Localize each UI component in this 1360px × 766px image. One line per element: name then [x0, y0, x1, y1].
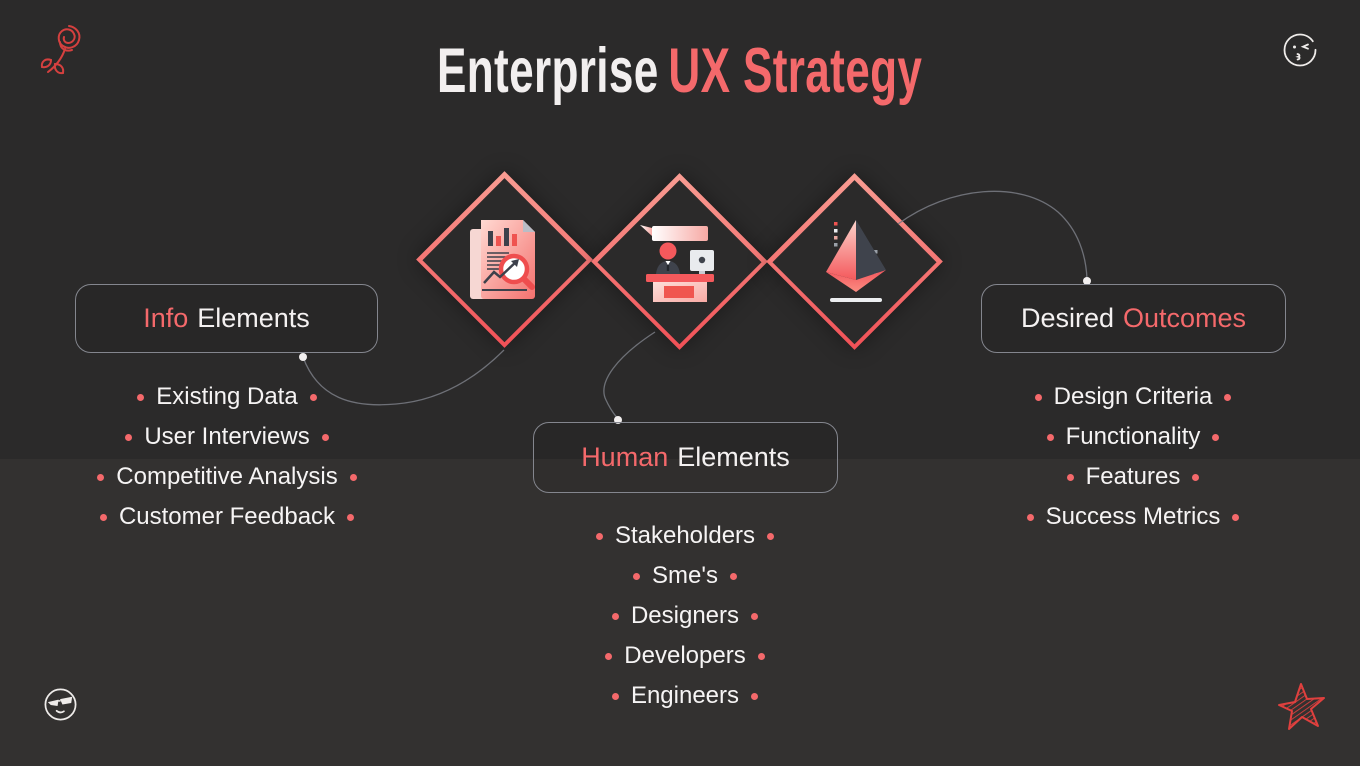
list-item: Customer Feedback [27, 497, 427, 537]
human-elements-list: Stakeholders Sme's Designers Developers … [485, 516, 885, 716]
bullet-dot [611, 692, 619, 700]
bullet-dot [309, 393, 317, 401]
list-item-label: Functionality [1065, 423, 1201, 450]
bullet-dot [611, 612, 619, 620]
bullet-dot [633, 572, 641, 580]
human-elements-box: Human Elements [533, 422, 838, 493]
list-item: Functionality [933, 417, 1333, 457]
bullet-dot [1232, 513, 1240, 521]
list-item-label: Customer Feedback [118, 503, 336, 530]
list-item: Success Metrics [933, 497, 1333, 537]
list-item: Designers [485, 596, 885, 636]
list-item-label: Design Criteria [1053, 383, 1213, 410]
human-elements-label-accent: Human [581, 442, 669, 472]
bullet-dot [321, 433, 329, 441]
bullet-dot [605, 652, 613, 660]
title-part-2: UX Strategy [668, 36, 923, 106]
desired-outcomes-list: Design Criteria Functionality Features S… [933, 377, 1333, 537]
bullet-dot [729, 572, 737, 580]
bullet-dot [1026, 513, 1034, 521]
bullet-dot [97, 473, 105, 481]
list-item-label: Existing Data [156, 383, 298, 410]
bullet-dot [347, 513, 355, 521]
title-part-1: Enterprise [437, 36, 659, 106]
bullet-dot [99, 513, 107, 521]
rose-icon [36, 22, 86, 83]
bullet-dot [1224, 393, 1232, 401]
list-item-label: Developers [624, 642, 746, 669]
list-item-label: Designers [630, 602, 740, 629]
bullet-dot [595, 532, 603, 540]
bullet-dot [751, 692, 759, 700]
list-item: User Interviews [27, 417, 427, 457]
list-item: Sme's [485, 556, 885, 596]
list-item: Competitive Analysis [27, 457, 427, 497]
bullet-dot [1192, 473, 1200, 481]
desired-outcomes-label-plain: Desired [1020, 303, 1114, 333]
person-at-desk-icon [636, 224, 724, 307]
list-item: Stakeholders [485, 516, 885, 556]
wink-kiss-face-icon [1281, 31, 1319, 74]
bullet-dot [349, 473, 357, 481]
bullet-dot [125, 433, 133, 441]
bullet-dot [751, 612, 759, 620]
bullet-dot [1066, 473, 1074, 481]
bullet-dot [1034, 393, 1042, 401]
list-item: Existing Data [27, 377, 427, 417]
list-item-label: Success Metrics [1045, 503, 1221, 530]
background-lower-band [0, 459, 1360, 766]
list-item-label: User Interviews [144, 423, 310, 450]
scribble-star-icon [1276, 681, 1326, 738]
list-item: Features [933, 457, 1333, 497]
desired-outcomes-box: Desired Outcomes [981, 284, 1286, 353]
list-item-label: Features [1085, 463, 1181, 490]
desired-outcomes-label-accent: Outcomes [1123, 303, 1247, 333]
bullet-dot [1046, 433, 1054, 441]
report-analysis-icon [467, 217, 543, 308]
bullet-dot [757, 652, 765, 660]
info-elements-list: Existing Data User Interviews Competitiv… [27, 377, 427, 537]
info-elements-label-plain: Elements [197, 303, 310, 333]
pyramid-prism-icon [812, 214, 898, 311]
info-elements-box: Info Elements [75, 284, 378, 353]
sunglasses-face-icon [42, 686, 79, 728]
list-item-label: Engineers [630, 682, 740, 709]
list-item: Design Criteria [933, 377, 1333, 417]
list-item: Engineers [485, 676, 885, 716]
bullet-dot [1212, 433, 1220, 441]
bullet-dot [767, 532, 775, 540]
info-elements-label-accent: Info [143, 303, 189, 333]
human-elements-label-plain: Elements [677, 442, 790, 472]
list-item-label: Competitive Analysis [116, 463, 338, 490]
list-item-label: Sme's [652, 562, 718, 589]
list-item: Developers [485, 636, 885, 676]
bullet-dot [137, 393, 145, 401]
list-item-label: Stakeholders [614, 522, 756, 549]
